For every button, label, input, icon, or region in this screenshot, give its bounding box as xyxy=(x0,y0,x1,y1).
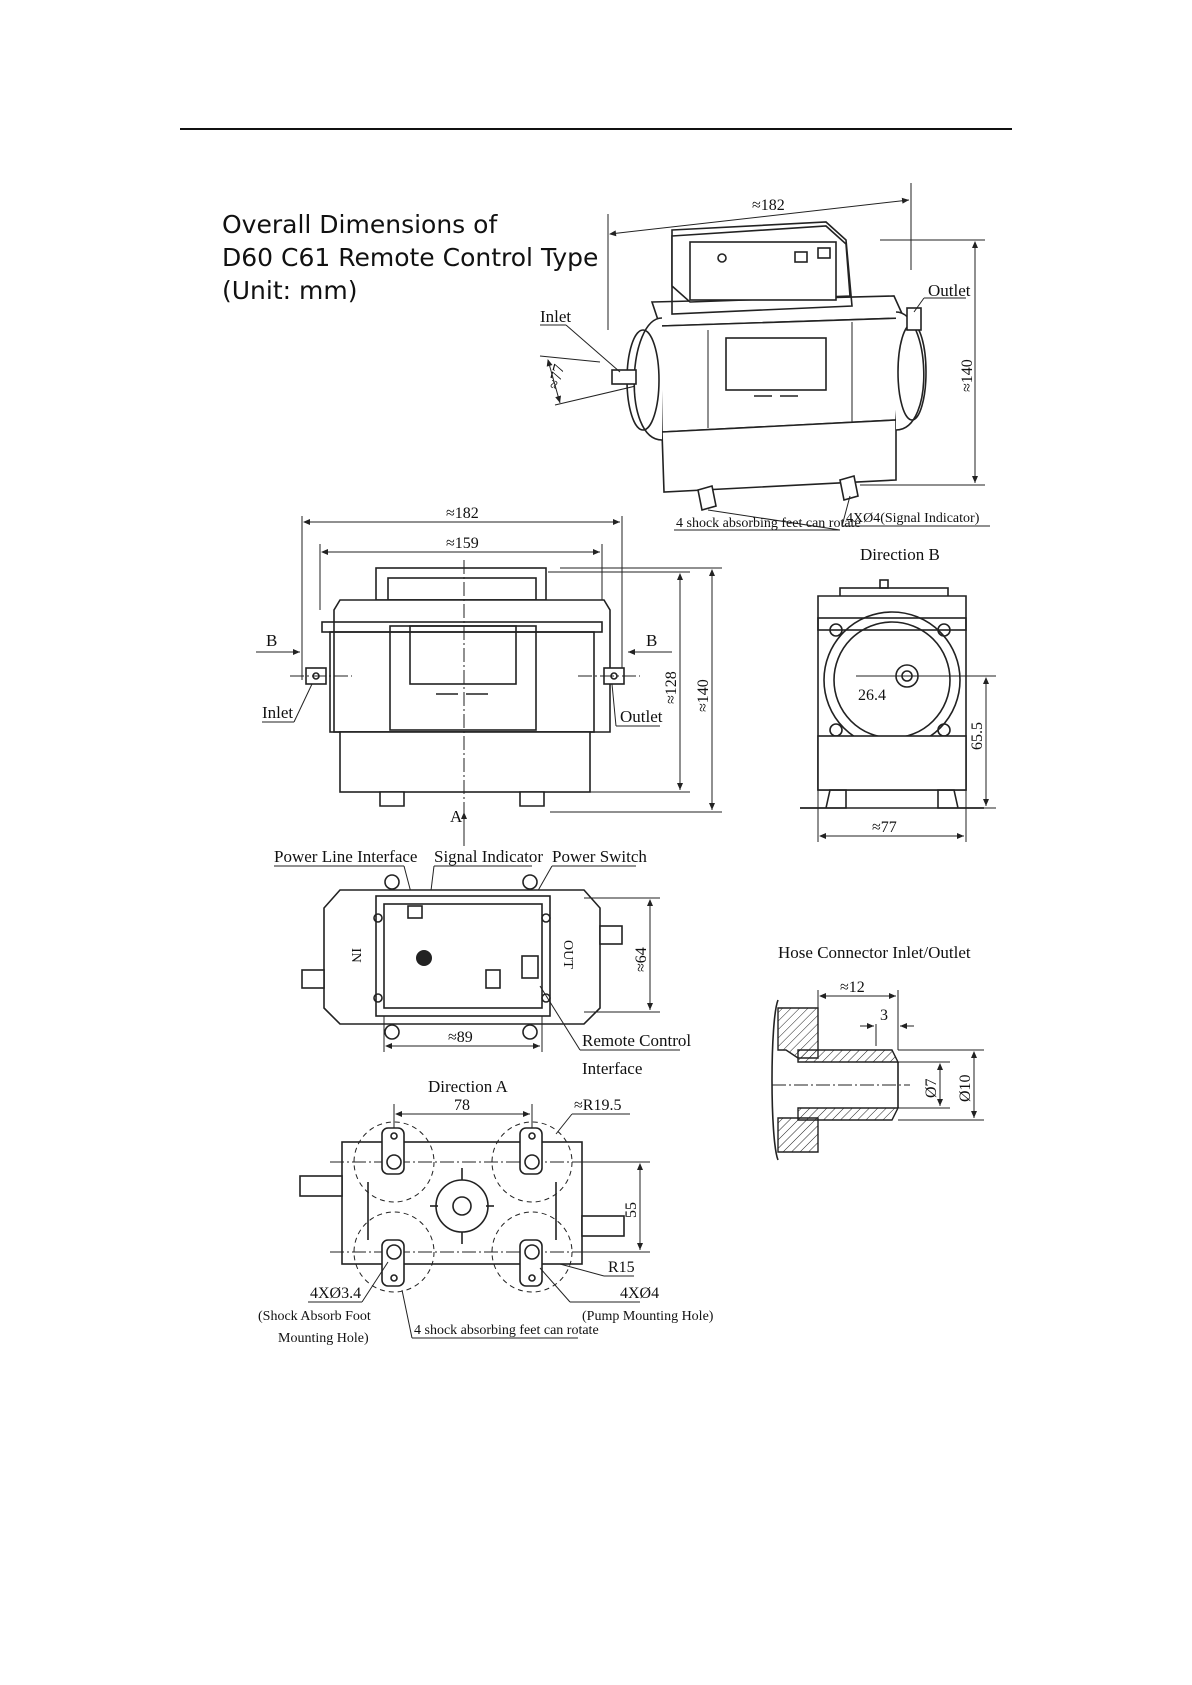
hose-connector-view: Hose Connector Inlet/Outlet ≈12 3 Ø7 Ø10 xyxy=(771,943,984,1161)
iso-depth-dim: ≈77 xyxy=(545,363,568,391)
bottom-foot-note-2: Mounting Hole) xyxy=(278,1331,369,1346)
hose-title: Hose Connector Inlet/Outlet xyxy=(778,943,971,962)
front-height-total: ≈140 xyxy=(695,679,712,712)
isometric-view: ≈182 ≈140 ≈77 xyxy=(539,183,990,531)
bottom-title: Direction A xyxy=(428,1077,509,1096)
bottom-radius-small: R15 xyxy=(608,1259,635,1276)
drawing-title: Overall Dimensions of D60 C61 Remote Con… xyxy=(222,208,598,307)
side-port-dim: 26.4 xyxy=(858,687,886,704)
bottom-view: Direction A 78 xyxy=(258,1077,714,1346)
front-inlet-label: Inlet xyxy=(262,703,293,722)
bottom-spacing-x: 78 xyxy=(454,1097,470,1114)
title-line-3: (Unit: mm) xyxy=(222,276,358,305)
iso-feet-note: 4 shock absorbing feet can rotate xyxy=(676,516,861,531)
top-height-dim: ≈64 xyxy=(633,947,650,972)
bottom-foot-note-1: (Shock Absorb Foot xyxy=(258,1309,371,1324)
top-in-text: IN xyxy=(348,948,363,963)
side-height-dim: 65.5 xyxy=(969,722,986,750)
top-width-dim: ≈89 xyxy=(448,1029,473,1046)
iso-height-dim: ≈140 xyxy=(959,359,976,392)
hose-inner-dia: Ø7 xyxy=(923,1078,940,1098)
side-view: Direction B 65.5 26.4 xyxy=(800,545,996,842)
front-arrow-a: A xyxy=(450,807,463,826)
top-out-text: OUT xyxy=(560,940,575,969)
hose-outer-dia: Ø10 xyxy=(957,1074,974,1102)
bottom-pump-note: (Pump Mounting Hole) xyxy=(582,1309,714,1324)
bottom-spacing-y: 55 xyxy=(623,1202,640,1218)
side-width-dim: ≈77 xyxy=(872,819,897,836)
top-view: Power Line Interface Signal Indicator Po… xyxy=(274,847,691,1078)
side-title: Direction B xyxy=(860,545,940,564)
bottom-radius-large: ≈R19.5 xyxy=(574,1097,621,1114)
hose-lip-dim: 3 xyxy=(880,1007,888,1024)
front-outlet-label: Outlet xyxy=(620,707,663,726)
iso-hole-note: 4XØ4(Signal Indicator) xyxy=(846,511,980,526)
power-line-label: Power Line Interface xyxy=(274,847,417,866)
bottom-pump-hole: 4XØ4 xyxy=(620,1285,659,1302)
bottom-feet-note: 4 shock absorbing feet can rotate xyxy=(414,1323,599,1338)
power-switch-label: Power Switch xyxy=(552,847,647,866)
front-view: ≈182 ≈159 xyxy=(256,505,722,846)
front-body-width: ≈159 xyxy=(446,535,479,552)
hose-length-dim: ≈12 xyxy=(840,979,865,996)
remote-label-line2: Interface xyxy=(582,1059,642,1078)
remote-label-line1: Remote Control xyxy=(582,1031,691,1050)
header-rule xyxy=(180,128,1012,130)
front-arrow-b-right: B xyxy=(646,631,657,650)
front-overall-width: ≈182 xyxy=(446,505,479,522)
iso-inlet-label: Inlet xyxy=(540,307,571,326)
front-arrow-b-left: B xyxy=(266,631,277,650)
iso-width-dim: ≈182 xyxy=(752,197,785,214)
bottom-foot-hole: 4XØ3.4 xyxy=(310,1285,361,1302)
title-line-2: D60 C61 Remote Control Type xyxy=(222,243,599,272)
front-height-body: ≈128 xyxy=(663,671,680,704)
title-line-1: Overall Dimensions of xyxy=(222,210,498,239)
signal-indicator-label: Signal Indicator xyxy=(434,847,543,866)
iso-outlet-label: Outlet xyxy=(928,281,971,300)
